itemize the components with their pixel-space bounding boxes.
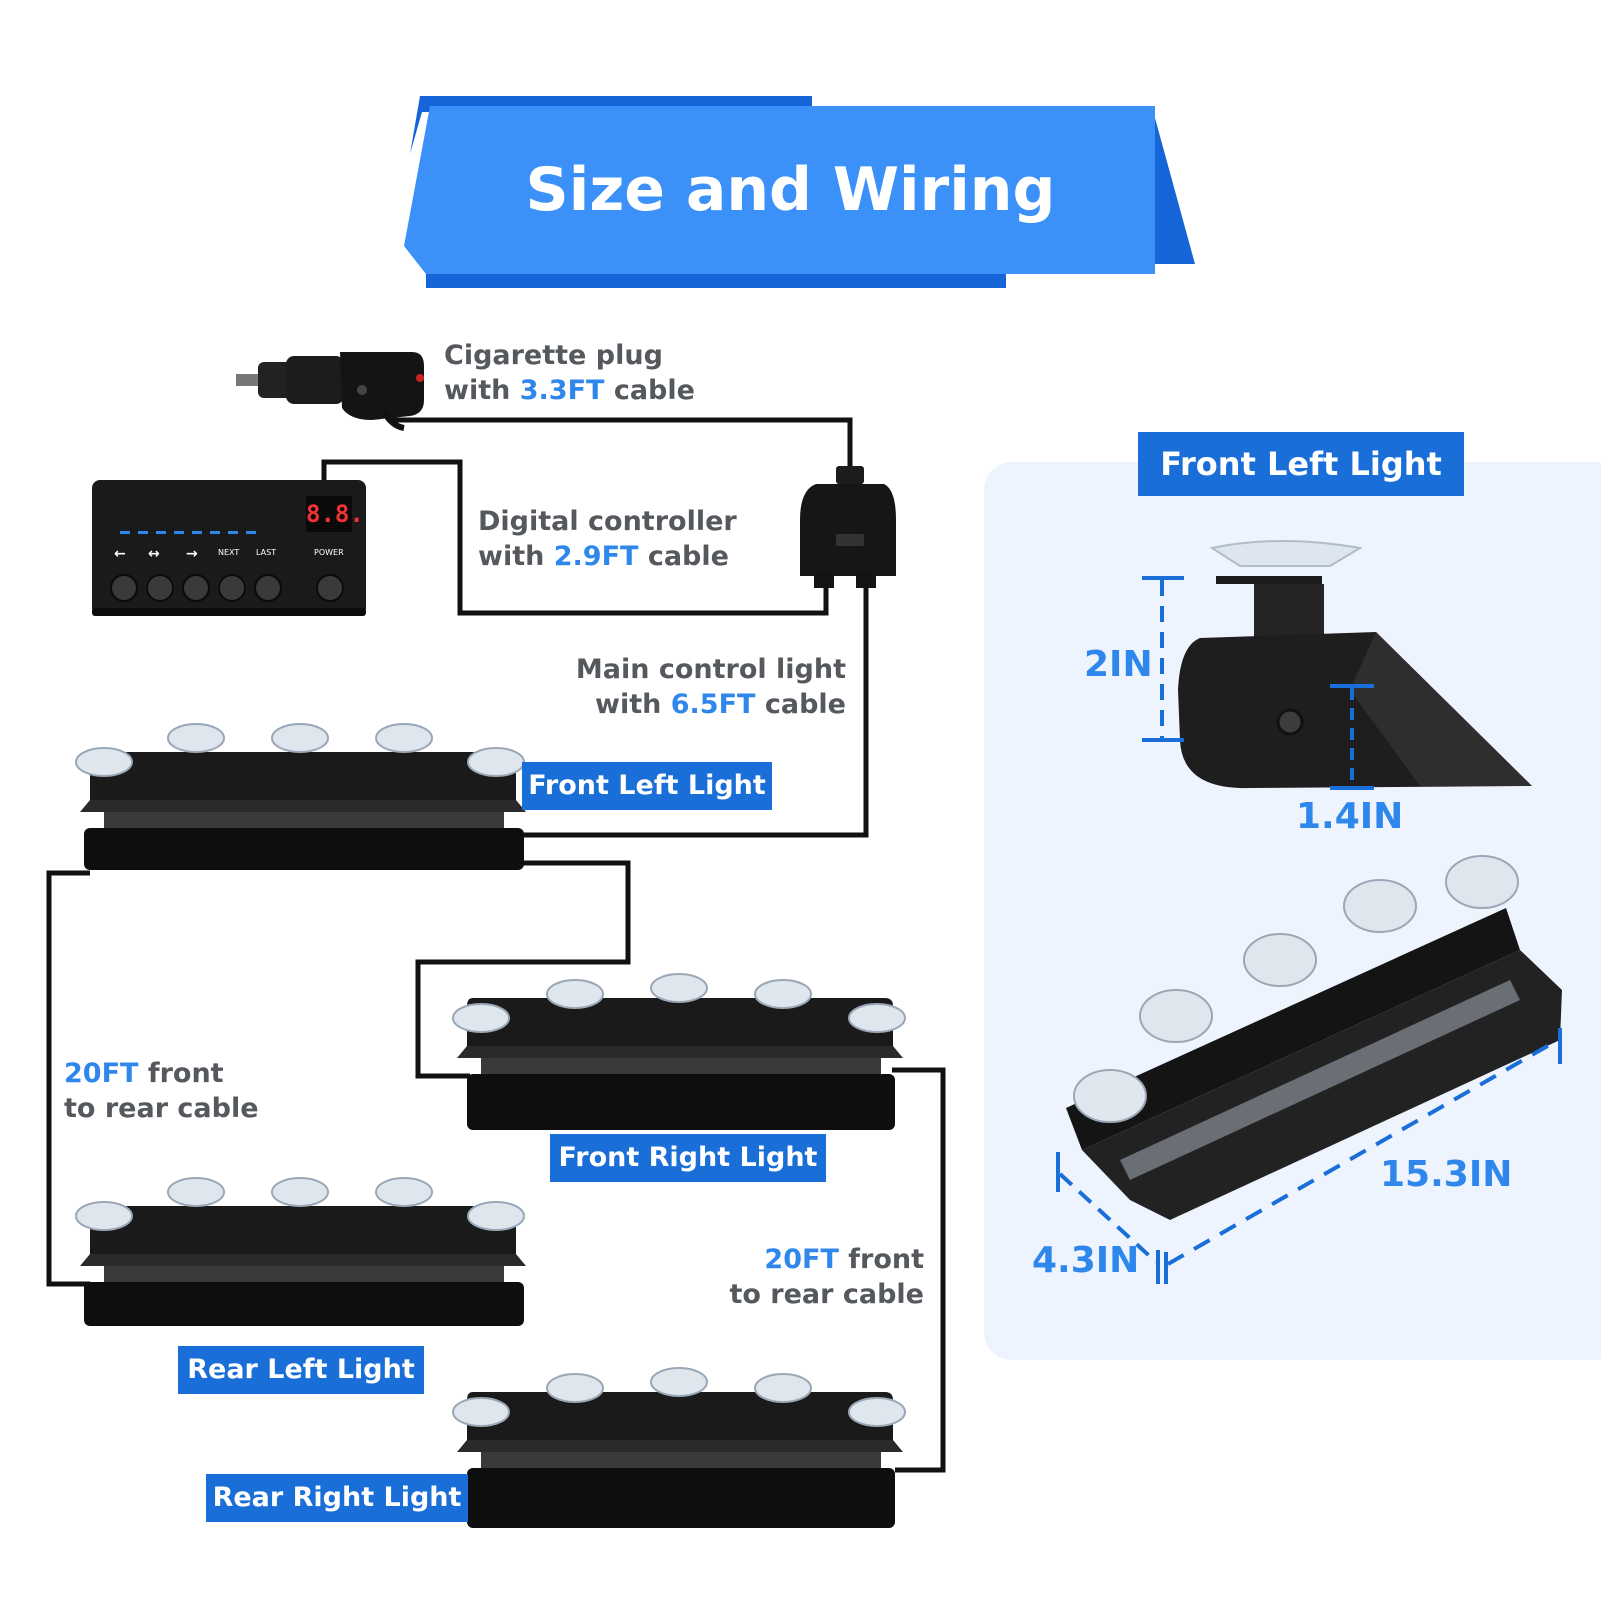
rear-right-light-tag: Rear Right Light bbox=[206, 1474, 468, 1522]
light-bar-rear-right bbox=[452, 1367, 906, 1528]
depth-dimension-label: 1.4IN bbox=[1296, 796, 1404, 837]
front-right-light-tag: Front Right Light bbox=[550, 1134, 826, 1182]
digital-controller-device: ← ↔ → bbox=[92, 480, 366, 616]
power-button-label: POWER bbox=[314, 548, 344, 557]
iso-view-light bbox=[1066, 855, 1562, 1220]
dimension-lines bbox=[1056, 576, 1562, 1284]
cable-splitter bbox=[800, 466, 896, 588]
cigarette-plug-caption: Cigarette plug with 3.3FT cable bbox=[444, 340, 695, 406]
length-dimension-label: 15.3IN bbox=[1380, 1154, 1513, 1195]
svg-text:↔: ↔ bbox=[148, 546, 160, 562]
dimension-panel-title: Front Left Light bbox=[1138, 432, 1464, 496]
front-left-light-tag: Front Left Light bbox=[522, 762, 772, 810]
right-cable-caption: 20FT front to rear cable bbox=[729, 1244, 924, 1310]
width-dimension-label: 4.3IN bbox=[1032, 1240, 1140, 1281]
cigarette-plug bbox=[236, 352, 424, 431]
left-cable-caption: 20FT front to rear cable bbox=[64, 1058, 259, 1124]
controller-caption: Digital controller with 2.9FT cable bbox=[478, 506, 737, 572]
page-title: Size and Wiring bbox=[525, 155, 1056, 225]
next-button-label: NEXT bbox=[218, 548, 240, 557]
svg-text:←: ← bbox=[114, 546, 126, 562]
last-button-label: LAST bbox=[256, 548, 277, 557]
height-dimension-label: 2IN bbox=[1084, 644, 1153, 685]
wires bbox=[46, 417, 946, 1473]
rear-left-light-tag: Rear Left Light bbox=[178, 1346, 424, 1394]
controller-display: 8.8. bbox=[306, 500, 364, 528]
light-bar-front-right bbox=[452, 973, 906, 1130]
light-bar-front-left bbox=[75, 723, 526, 870]
main-control-caption: Main control light with 6.5FT cable bbox=[575, 654, 846, 720]
light-bar-rear-left bbox=[75, 1177, 526, 1326]
svg-text:→: → bbox=[186, 546, 198, 562]
side-view-light bbox=[1178, 540, 1532, 789]
